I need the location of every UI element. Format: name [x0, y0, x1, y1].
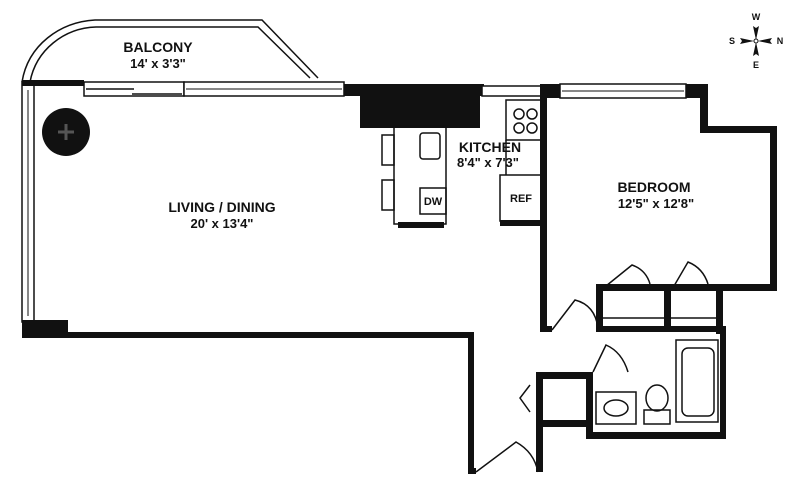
kitchen-dims: 8'4" x 7'3" [457, 155, 519, 170]
compass-south: S [729, 36, 735, 46]
living-walls [21, 80, 474, 472]
balcony-outline [21, 19, 319, 83]
compass-north: N [777, 36, 784, 46]
closets [596, 261, 726, 332]
living-dims: 20' x 13'4" [191, 216, 254, 231]
compass-east: E [753, 60, 759, 70]
dishwasher: DW [419, 187, 447, 215]
refrigerator-label: REF [510, 193, 532, 205]
compass-rose-icon: W E S N [729, 12, 783, 70]
kitchen-label: KITCHEN [459, 139, 521, 155]
living-label: LIVING / DINING [168, 199, 275, 215]
bedroom-label: BEDROOM [617, 179, 690, 195]
bathroom [586, 326, 726, 439]
column-icon [42, 108, 90, 156]
kitchen-walls [344, 84, 560, 228]
dishwasher-label: DW [424, 196, 443, 208]
bedroom-dims: 12'5" x 12'8" [618, 196, 694, 211]
compass-west: W [752, 12, 761, 22]
balcony-label: BALCONY [123, 39, 193, 55]
balcony-dims: 14' x 3'3" [130, 56, 186, 71]
bedroom-walls [540, 83, 777, 334]
hallway [468, 299, 599, 474]
